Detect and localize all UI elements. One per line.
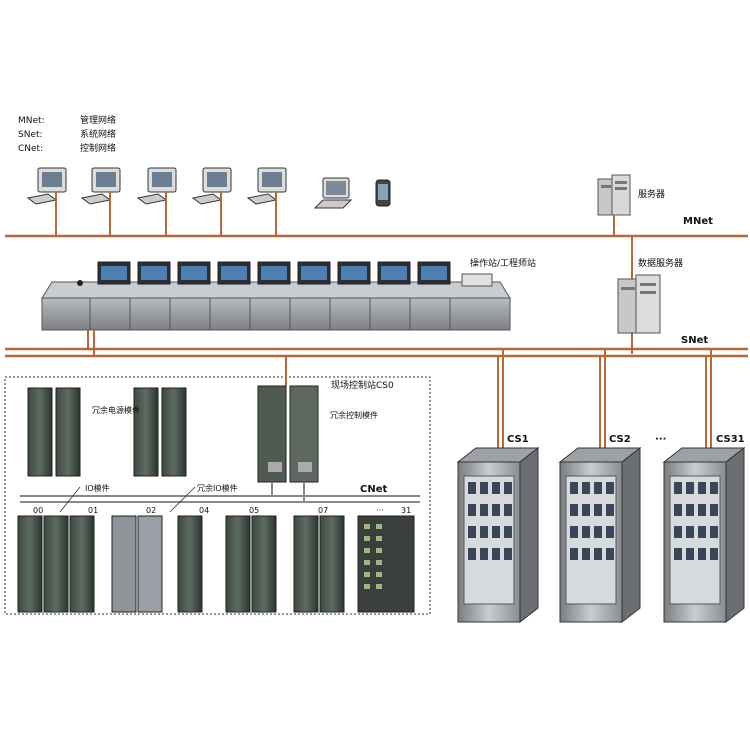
io-module-label: IO模件 [85, 483, 110, 493]
legend-desc-snet: 系统网络 [80, 128, 116, 140]
pc-icon [80, 167, 121, 236]
legend-code-cnet: CNet: [18, 144, 43, 154]
server-label: 服务器 [638, 188, 665, 200]
io-slot-label: 00 [33, 506, 43, 515]
server-icon [597, 174, 631, 236]
cabinet-cs1 [456, 446, 540, 624]
legend: MNet: 管理网络 SNet: 系统网络 CNet: 控制网络 [18, 114, 116, 154]
field-station-label: 现场控制站CS0 [331, 379, 394, 391]
cabinet-label-cs1: CS1 [507, 434, 529, 445]
cabinet-label-cs31: CS31 [716, 434, 745, 445]
pc-icon [191, 167, 232, 236]
cabinet-label-cs2: CS2 [609, 434, 631, 445]
cnet-label: CNet [360, 484, 387, 495]
cabinet-gap-dots: ··· [655, 434, 666, 445]
io-slot-label: 31 [401, 506, 411, 515]
cabinet-cs2 [558, 446, 642, 624]
data-server-icon [617, 274, 661, 334]
snet-label: SNet [681, 335, 708, 346]
pc-icon [26, 167, 67, 236]
tablet-icon [375, 179, 391, 207]
legend-desc-mnet: 管理网络 [80, 114, 116, 126]
io-slot-label: 04 [199, 506, 209, 515]
laptop-icon [313, 177, 353, 209]
io-slot-label: 02 [146, 506, 156, 515]
legend-desc-cnet: 控制网络 [80, 142, 116, 154]
redundant-io-label: 冗余IO模件 [197, 483, 238, 493]
redundant-power-label: 冗余电源模件 [92, 405, 140, 415]
phone-icon [77, 280, 83, 286]
operator-desk [41, 261, 511, 331]
pc-icon [246, 167, 287, 236]
pc-icon [136, 167, 177, 236]
io-slot-label: 05 [249, 506, 259, 515]
io-slot-label: 07 [318, 506, 328, 515]
operator-station-label: 操作站/工程师站 [470, 257, 536, 269]
data-server-label: 数据服务器 [638, 257, 683, 269]
io-slot-label: 01 [88, 506, 98, 515]
control-module-group [257, 385, 319, 483]
printer-icon [461, 273, 493, 287]
mnet-label: MNet [683, 216, 713, 227]
mnet-workstations [26, 167, 391, 236]
io-module-row: 00 01 02 04 05 07 ··· 31 [17, 506, 415, 613]
field-station-box [4, 376, 431, 615]
cabinet-cs31 [662, 446, 746, 624]
power-module-group [27, 387, 187, 477]
legend-code-mnet: MNet: [18, 116, 45, 126]
legend-code-snet: SNet: [18, 130, 43, 140]
io-slot-label: ··· [376, 506, 384, 515]
redundant-control-label: 冗余控制模件 [330, 410, 378, 420]
